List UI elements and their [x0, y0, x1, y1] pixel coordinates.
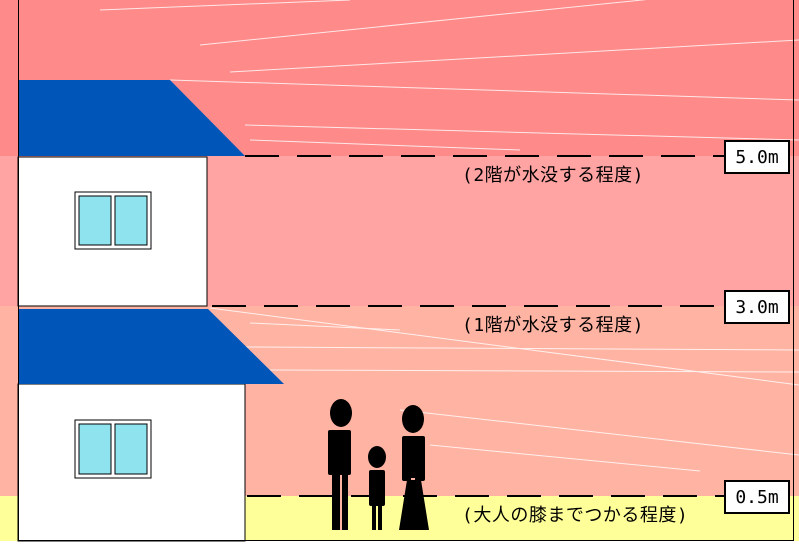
depth-badge-label: 0.5m: [735, 486, 779, 508]
depth-badge-5m: 5.0m: [724, 140, 790, 174]
bottom-border: [18, 540, 794, 541]
depth-badge-label: 3.0m: [735, 296, 779, 318]
flood-band-over-5m: [0, 0, 799, 156]
left-border: [18, 0, 19, 541]
depth-badge-label: 5.0m: [735, 146, 779, 168]
depth-badge-05m: 0.5m: [724, 480, 790, 514]
depth-badge-3m: 3.0m: [724, 290, 790, 324]
flood-band-3-to-5m: [0, 156, 799, 306]
depth-description-5m: (2階が水没する程度): [462, 165, 645, 186]
depth-description-3m: (1階が水没する程度): [462, 315, 645, 336]
depth-description-05m: (大人の膝までつかる程度): [462, 505, 689, 526]
flood-band-0-5-to-3m: [0, 306, 799, 496]
right-border: [793, 0, 794, 541]
